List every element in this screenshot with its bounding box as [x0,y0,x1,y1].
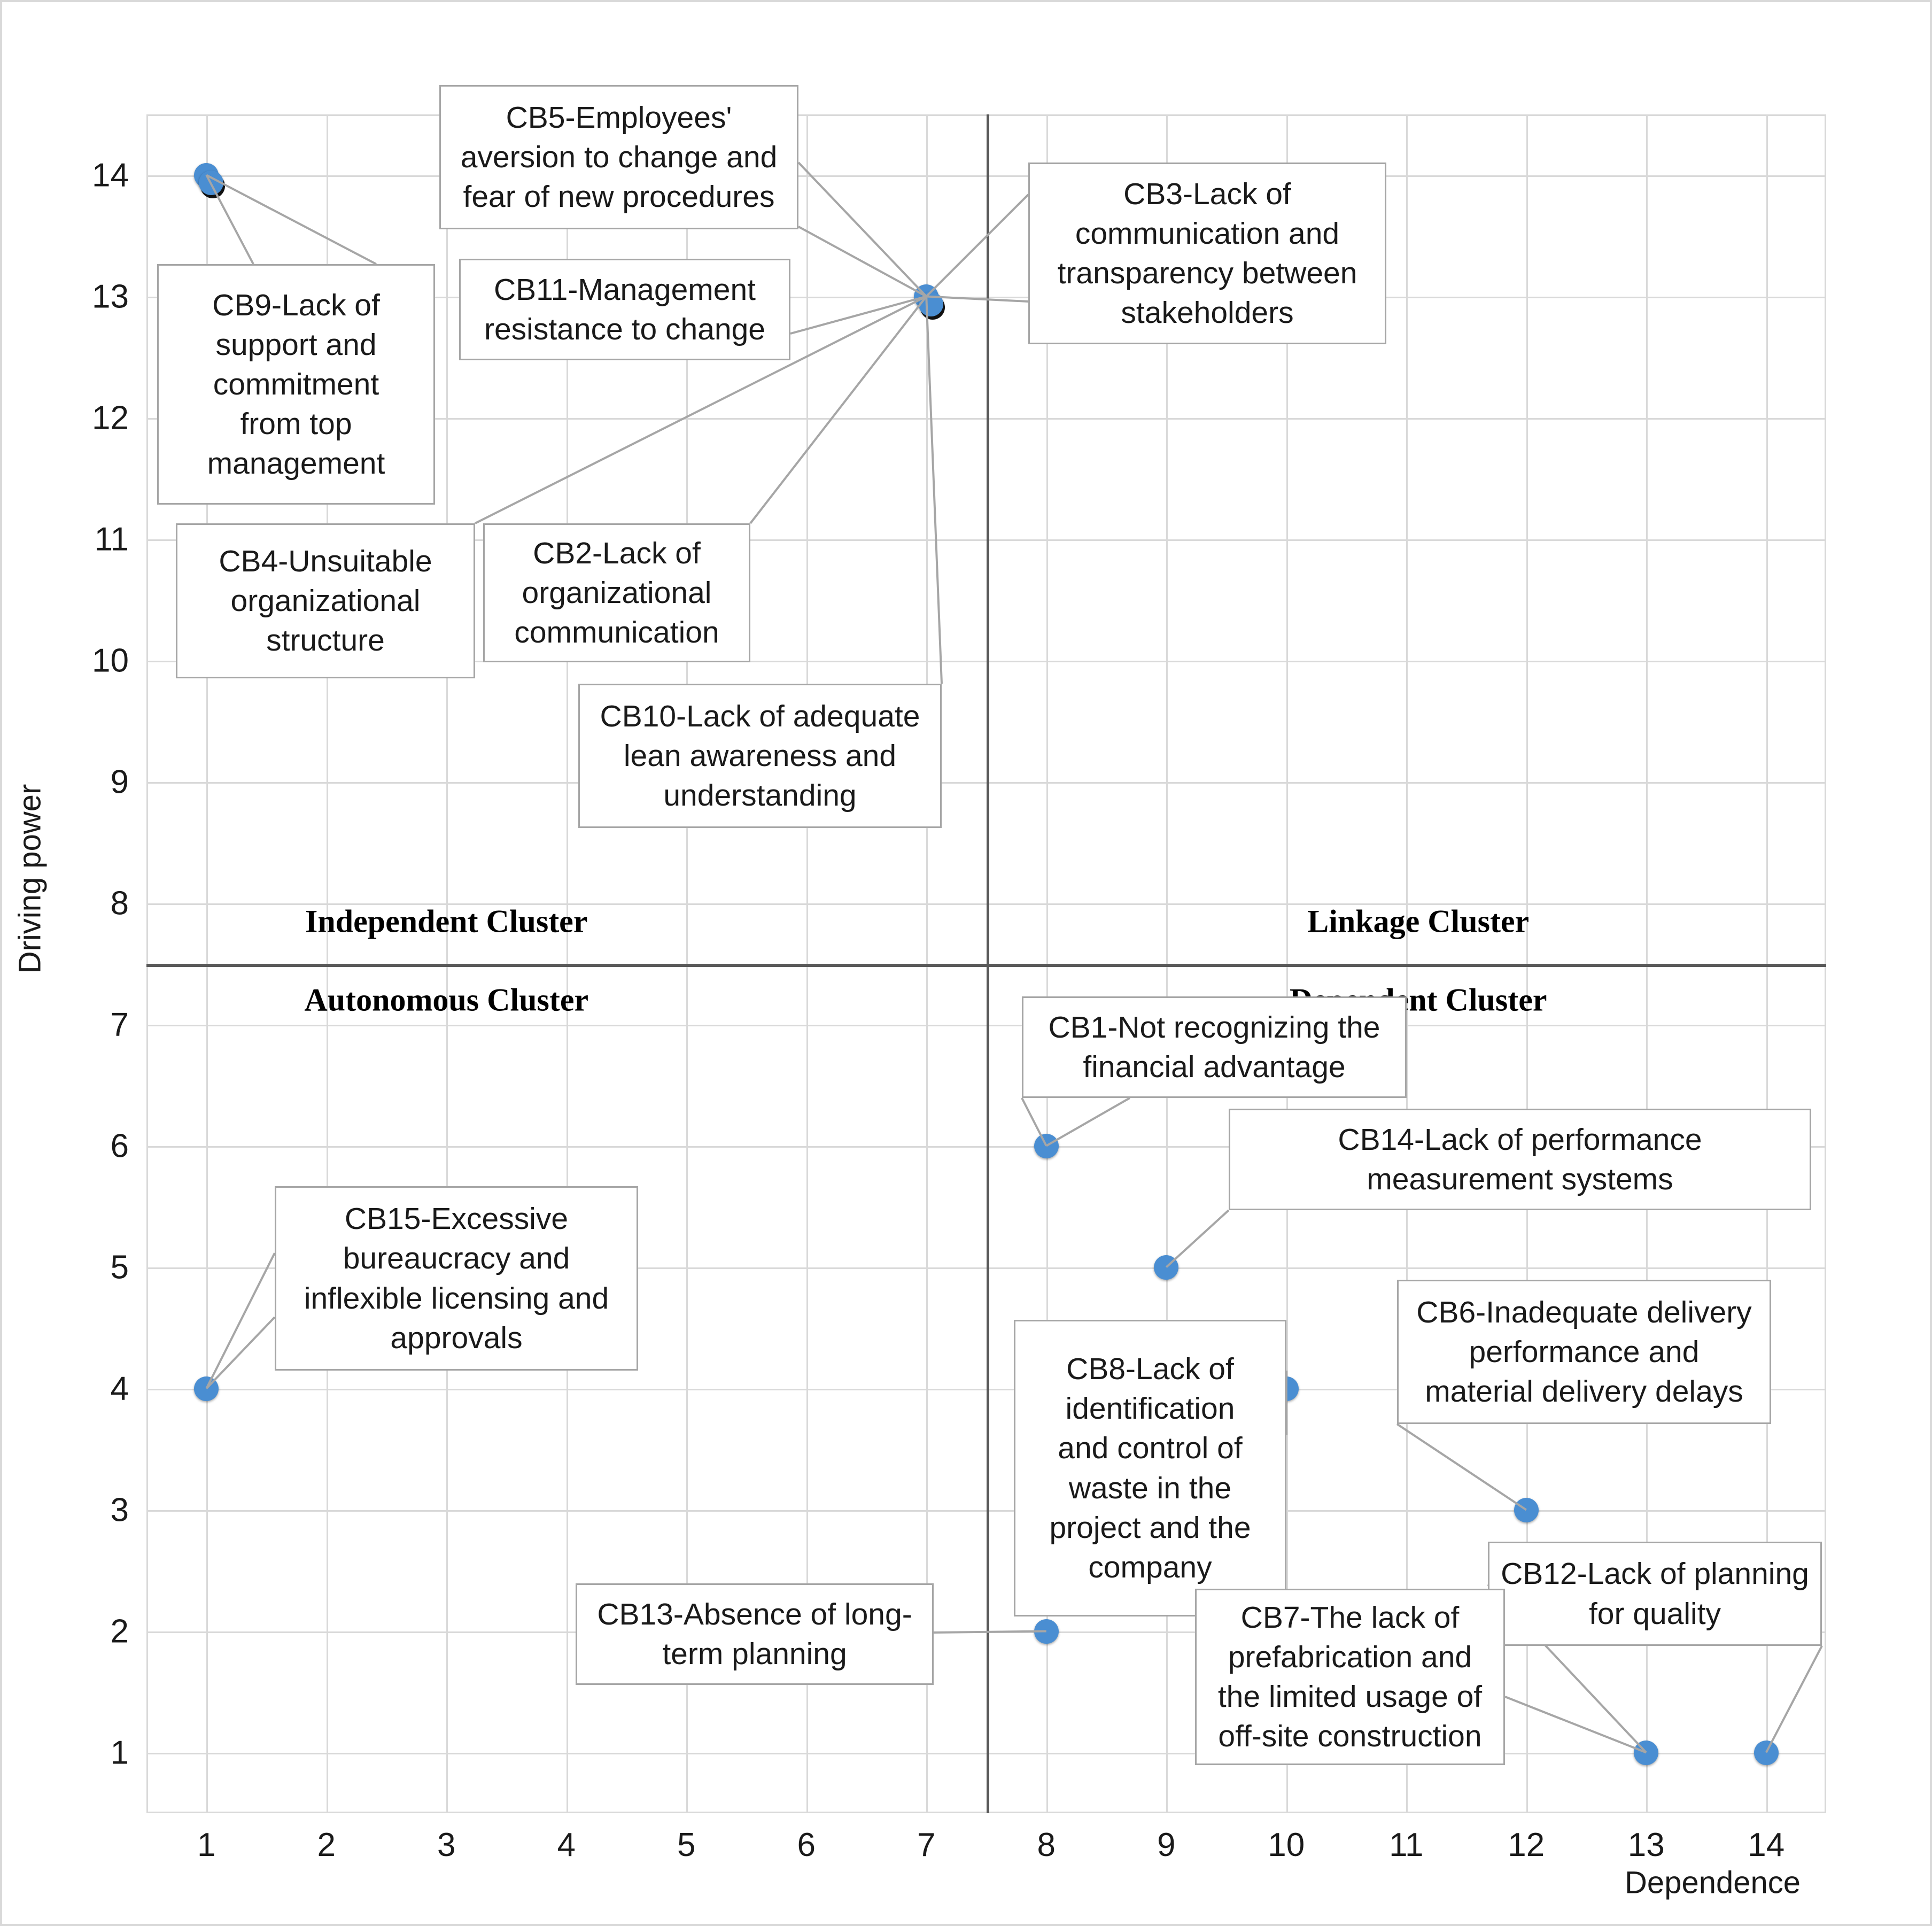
callout-cb6[interactable]: CB6-Inadequate delivery performance and … [1397,1280,1771,1424]
y-tick-8: 8 [110,885,129,922]
y-tick-5: 5 [110,1249,129,1286]
x-tick-13: 13 [1627,1827,1665,1863]
callout-cb7[interactable]: CB7-The lack of prefabrication and the l… [1195,1589,1505,1765]
data-point-cb4 [199,170,224,195]
y-tick-2: 2 [110,1613,129,1650]
x-tick-7: 7 [917,1827,936,1863]
data-point-cb1 [1034,1133,1059,1158]
y-tick-7: 7 [110,1006,129,1043]
y-tick-11: 11 [94,521,129,558]
y-tick-3: 3 [110,1491,129,1528]
y-tick-4: 4 [110,1370,129,1407]
callout-cb15[interactable]: CB15-Excessive bureaucracy and inflexibl… [275,1186,638,1371]
x-tick-9: 9 [1157,1827,1176,1863]
data-point-cb14 [1154,1255,1179,1280]
data-point-cb15 [194,1376,219,1401]
y-tick-13: 13 [92,278,129,315]
data-point-cb11 [919,291,944,316]
callout-cb9[interactable]: CB9-Lack of support and commitment from … [157,264,435,505]
quadrant-caption-linkage: Linkage Cluster [1307,903,1530,939]
callout-cb11[interactable]: CB11-Management resistance to change [459,259,790,360]
data-point-cb7 [1634,1740,1659,1765]
y-tick-12: 12 [92,399,129,436]
callout-cb14[interactable]: CB14-Lack of performance measurement sys… [1229,1109,1811,1210]
x-tick-12: 12 [1508,1827,1545,1863]
quadrant-caption-autonomous: Autonomous Cluster [304,982,589,1018]
data-point-cb6 [1514,1497,1539,1522]
x-tick-1: 1 [197,1827,216,1863]
callout-cb10[interactable]: CB10-Lack of adequate lean awareness and… [578,684,942,828]
x-tick-3: 3 [437,1827,456,1863]
callout-cb2[interactable]: CB2-Lack of organizational communication [483,523,750,662]
y-tick-9: 9 [110,763,129,800]
data-point-cb12 [1753,1740,1779,1765]
callout-cb5[interactable]: CB5-Employees' aversion to change and fe… [439,85,798,229]
quadrant-caption-independent: Independent Cluster [305,903,588,939]
quadrant-divider-horizontal [146,964,1826,967]
x-tick-10: 10 [1268,1827,1305,1863]
y-tick-6: 6 [110,1127,129,1164]
x-tick-6: 6 [797,1827,816,1863]
data-point-cb13 [1034,1619,1059,1644]
x-tick-5: 5 [677,1827,696,1863]
callout-cb1[interactable]: CB1-Not recognizing the financial advant… [1022,996,1407,1098]
callout-cb13[interactable]: CB13-Absence of long- term planning [576,1583,934,1685]
callout-cb4[interactable]: CB4-Unsuitable organizational structure [176,523,475,678]
x-tick-8: 8 [1037,1827,1056,1863]
x-tick-11: 11 [1389,1827,1424,1863]
y-tick-14: 14 [92,157,129,194]
x-tick-4: 4 [557,1827,576,1863]
callout-cb12[interactable]: CB12-Lack of planning for quality [1488,1542,1822,1646]
x-axis-label: Dependence [1625,1865,1801,1900]
x-tick-14: 14 [1748,1827,1785,1863]
y-axis-label: Driving power [12,784,48,974]
y-tick-10: 10 [92,642,129,679]
x-tick-2: 2 [317,1827,336,1863]
callout-cb8[interactable]: CB8-Lack of identification and control o… [1014,1320,1286,1616]
y-tick-1: 1 [110,1734,129,1771]
callout-cb3[interactable]: CB3-Lack of communication and transparen… [1028,163,1386,344]
